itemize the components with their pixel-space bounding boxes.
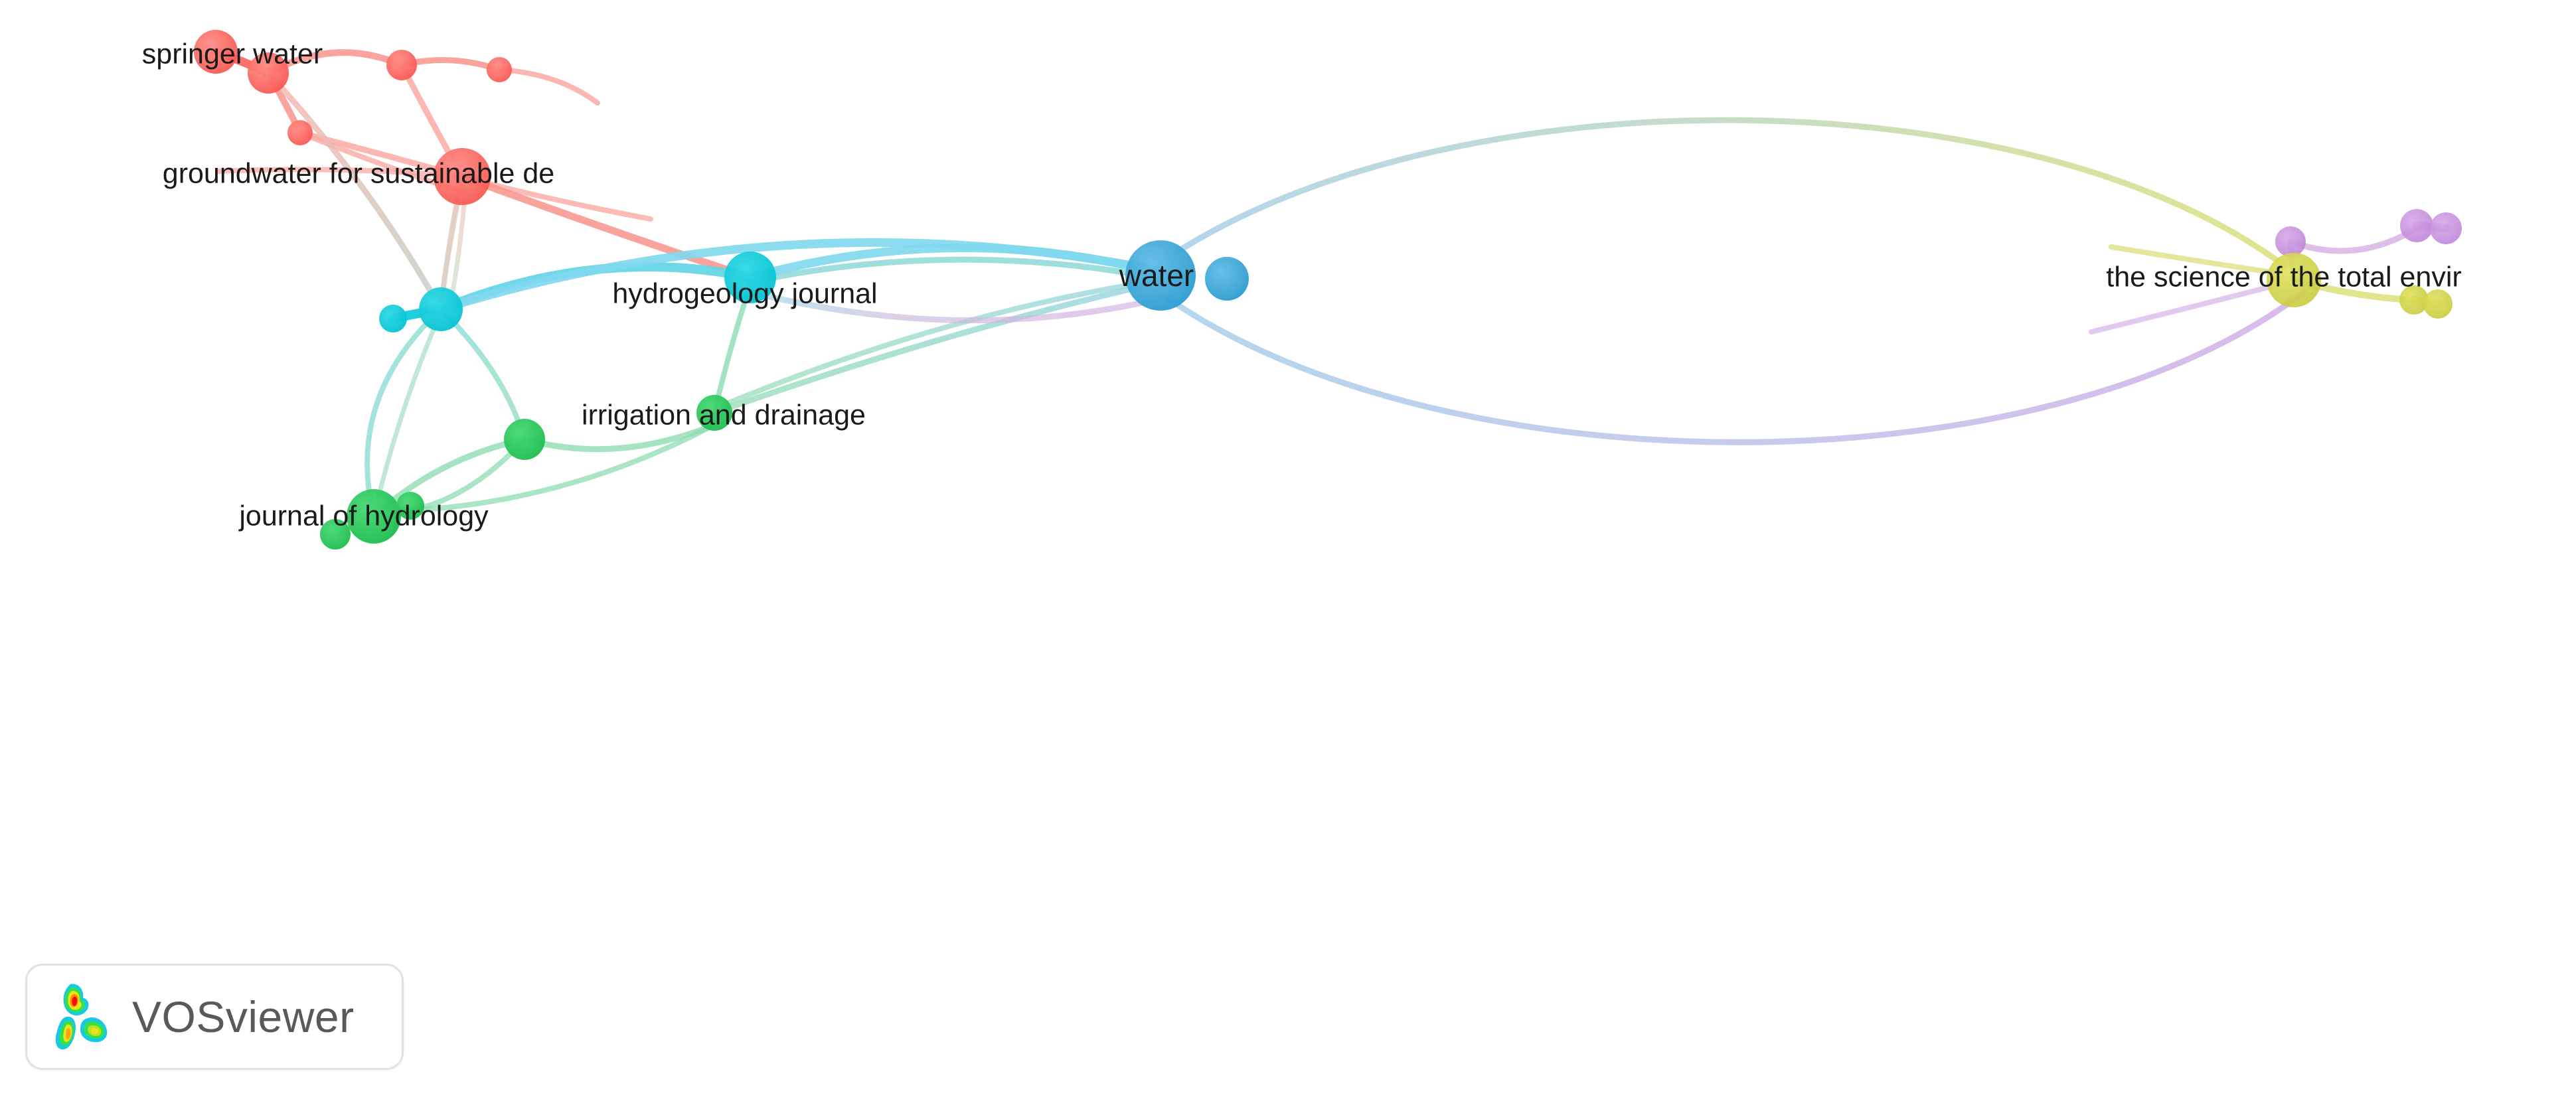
node-red-3[interactable]	[386, 50, 417, 80]
link-sciencetotal-left-purple	[2089, 284, 2273, 334]
link-groundwater-far-left	[216, 167, 465, 179]
node-springer-water[interactable]	[194, 30, 238, 74]
node-purple-2[interactable]	[2400, 209, 2433, 242]
node-olive-2[interactable]	[2399, 285, 2429, 315]
link-water-purple-lower	[1165, 289, 2307, 445]
link-water-sciencetotal-upper	[1165, 117, 2287, 269]
link-hydrogeology-water	[746, 244, 1165, 282]
link-springerwater-cyan2	[265, 70, 444, 313]
link-sciencetotal-left-olive	[2109, 244, 2273, 275]
node-irrigation-and-drainage-b[interactable]	[696, 395, 732, 431]
node-cyan-2[interactable]	[419, 287, 463, 331]
node-olive-3[interactable]	[2423, 289, 2453, 319]
link-layer	[211, 47, 2450, 520]
node-layer[interactable]	[194, 30, 2462, 550]
vosviewer-wordmark: VOSviewer	[132, 992, 355, 1041]
link-journalhydrology-water	[721, 277, 1163, 408]
link-journalhydrology-irrigationb	[396, 422, 717, 514]
link-cyan2-journalhydrology	[364, 307, 443, 519]
link-red4-groundwater	[497, 67, 600, 106]
link-cyan2-irrigation	[438, 307, 527, 442]
node-purple-3[interactable]	[2430, 212, 2462, 244]
link-purple1-purple2	[2287, 225, 2420, 254]
link-irrigation-irrigationb	[521, 421, 718, 453]
node-red-4[interactable]	[487, 57, 512, 82]
node-irrigation-and-drainage-a[interactable]	[504, 419, 545, 460]
link-hydrogeology-water-b	[747, 256, 1164, 285]
node-purple-1[interactable]	[2275, 226, 2306, 257]
vosviewer-density-mark	[55, 984, 108, 1050]
node-the-science-of-the-total-envir[interactable]	[2267, 253, 2321, 307]
node-groundwater-for-sustainable-de[interactable]	[434, 148, 491, 205]
link-green-up-cyan	[371, 316, 441, 519]
node-water[interactable]	[1125, 240, 1196, 311]
node-green-small-1[interactable]	[320, 519, 351, 550]
vosviewer-badge[interactable]: VOSviewer	[25, 964, 404, 1070]
link-groundwater-hydrogeology	[458, 173, 754, 281]
link-hydrogeology-sciencetotal	[747, 289, 1164, 324]
link-irrigationb-water	[711, 279, 1164, 416]
node-blue-2[interactable]	[1205, 257, 1249, 301]
node-journal-of-hydrology[interactable]	[347, 489, 401, 544]
node-red-2[interactable]	[248, 52, 289, 94]
node-cyan-1[interactable]	[379, 305, 407, 333]
node-red-5[interactable]	[287, 120, 313, 145]
node-hydrogeology-journal[interactable]	[724, 252, 776, 303]
node-green-small-2[interactable]	[396, 492, 424, 520]
